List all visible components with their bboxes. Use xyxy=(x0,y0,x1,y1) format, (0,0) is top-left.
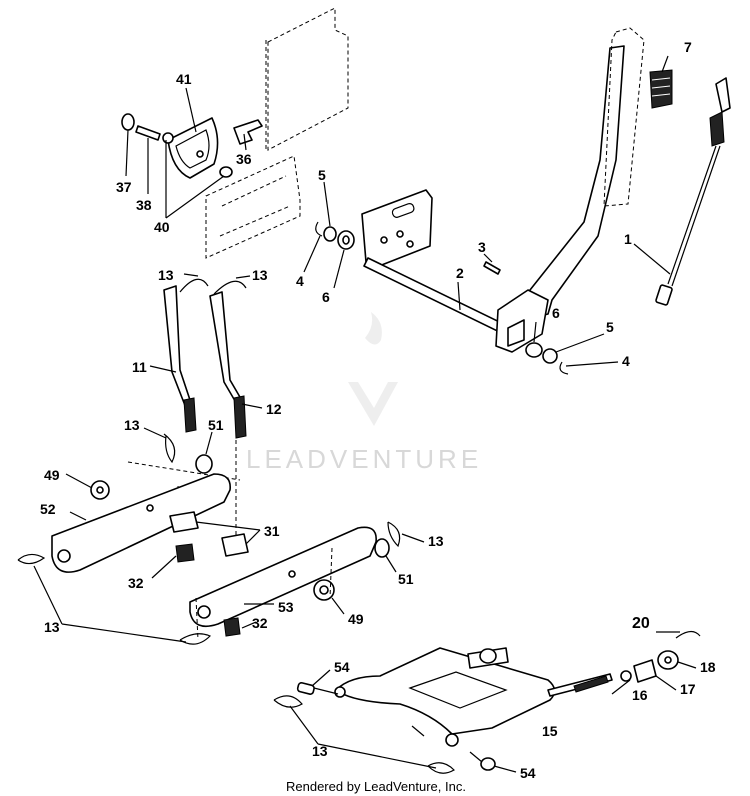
callout-51-right: 51 xyxy=(398,571,414,587)
callout-3: 3 xyxy=(478,239,486,255)
callout-labels: 1 2 3 4 4 5 5 6 6 7 11 12 13 13 13 13 13… xyxy=(40,39,716,781)
callout-49-lower: 49 xyxy=(348,611,364,627)
washer-5-right xyxy=(542,348,558,364)
callout-52: 52 xyxy=(40,501,56,517)
lever-extension-hidden xyxy=(603,27,645,207)
trunnion-31-b xyxy=(221,533,249,557)
lift-link-52 xyxy=(51,473,231,573)
lift-link-53 xyxy=(189,526,377,628)
washer-16 xyxy=(620,670,632,682)
footer-credit: Rendered by LeadVenture, Inc. xyxy=(286,779,466,794)
callout-1: 1 xyxy=(624,231,632,247)
hairpin-13-a xyxy=(179,278,209,293)
bushing-6-left xyxy=(337,230,355,250)
washer-40 xyxy=(219,166,233,178)
clip-4-right xyxy=(559,361,569,375)
leader-lines xyxy=(33,55,697,773)
washer-5-left xyxy=(323,226,337,242)
hidden-panel-upper xyxy=(265,7,349,152)
callout-41: 41 xyxy=(176,71,192,87)
callout-5-left: 5 xyxy=(318,167,326,183)
callout-13-c: 13 xyxy=(124,417,140,433)
callout-7: 7 xyxy=(684,39,692,55)
nut-32-a xyxy=(175,543,195,563)
callout-4-left: 4 xyxy=(296,273,304,289)
hairpin-20 xyxy=(675,630,701,639)
centerlines-lower xyxy=(195,547,333,641)
callout-18: 18 xyxy=(700,659,716,675)
callout-31: 31 xyxy=(264,523,280,539)
bushing-49-lower xyxy=(313,579,335,601)
pin-54-lower xyxy=(469,751,496,771)
hairpin-13-g xyxy=(273,695,303,708)
callout-6-left: 6 xyxy=(322,289,330,305)
trunnion-18 xyxy=(657,650,679,670)
yoke-17 xyxy=(633,659,657,683)
callout-16: 16 xyxy=(632,687,648,703)
callout-20: 20 xyxy=(632,615,650,632)
watermark-logo xyxy=(348,312,398,426)
washer-51-right xyxy=(374,538,390,558)
callout-2: 2 xyxy=(456,265,464,281)
callout-13-b: 13 xyxy=(252,267,268,283)
callout-15: 15 xyxy=(542,723,558,739)
callout-49-upper: 49 xyxy=(44,467,60,483)
watermark-text: LEADVENTURE xyxy=(246,444,482,474)
grip-7 xyxy=(649,69,673,109)
callout-13-a: 13 xyxy=(158,267,174,283)
callout-13-d: 13 xyxy=(428,533,444,549)
rod-1 xyxy=(655,77,731,306)
hairpin-13-c xyxy=(163,433,176,464)
callout-36: 36 xyxy=(236,151,252,167)
clip-36 xyxy=(233,119,263,145)
lift-plate xyxy=(361,189,433,269)
callout-13-e: 13 xyxy=(44,619,60,635)
mount-plate-15 xyxy=(334,647,556,747)
callout-17: 17 xyxy=(680,681,696,697)
callout-53: 53 xyxy=(278,599,294,615)
trunnion-31-a xyxy=(169,511,199,533)
hairpin-13-f xyxy=(179,633,212,645)
callout-54-upper: 54 xyxy=(334,659,350,675)
callout-32-b: 32 xyxy=(252,615,268,631)
callout-4-right: 4 xyxy=(622,353,630,369)
threaded-rod xyxy=(547,673,613,697)
hidden-mount-plate xyxy=(205,155,301,259)
callout-6-right: 6 xyxy=(552,305,560,321)
callout-32-a: 32 xyxy=(128,575,144,591)
hairpin-13-d xyxy=(17,553,46,565)
callout-12: 12 xyxy=(266,401,282,417)
clip-4-left xyxy=(315,221,323,237)
stud-assembly xyxy=(467,647,509,669)
callout-13-f: 13 xyxy=(312,743,328,759)
pin-54-upper xyxy=(296,682,339,695)
lift-lever xyxy=(495,45,625,353)
hairpin-13-e xyxy=(387,521,401,548)
bushing-49-upper xyxy=(90,480,110,500)
bolt-38 xyxy=(135,125,174,144)
knob-41 xyxy=(167,117,219,179)
callout-38: 38 xyxy=(136,197,152,213)
callout-37: 37 xyxy=(116,179,132,195)
pin-3 xyxy=(483,261,501,275)
hairpin-13-h xyxy=(427,762,455,774)
washer-51-upper xyxy=(195,454,213,474)
callout-5-right: 5 xyxy=(606,319,614,335)
bushing-6-right xyxy=(525,342,543,358)
callout-54-lower: 54 xyxy=(520,765,536,781)
hairpin-13-b xyxy=(213,280,247,295)
callout-40: 40 xyxy=(154,219,170,235)
nut-32-b xyxy=(223,617,241,637)
callout-11: 11 xyxy=(132,359,147,375)
washer-37 xyxy=(121,113,135,131)
callout-51-upper: 51 xyxy=(208,417,224,433)
link-rod-11 xyxy=(163,285,197,433)
